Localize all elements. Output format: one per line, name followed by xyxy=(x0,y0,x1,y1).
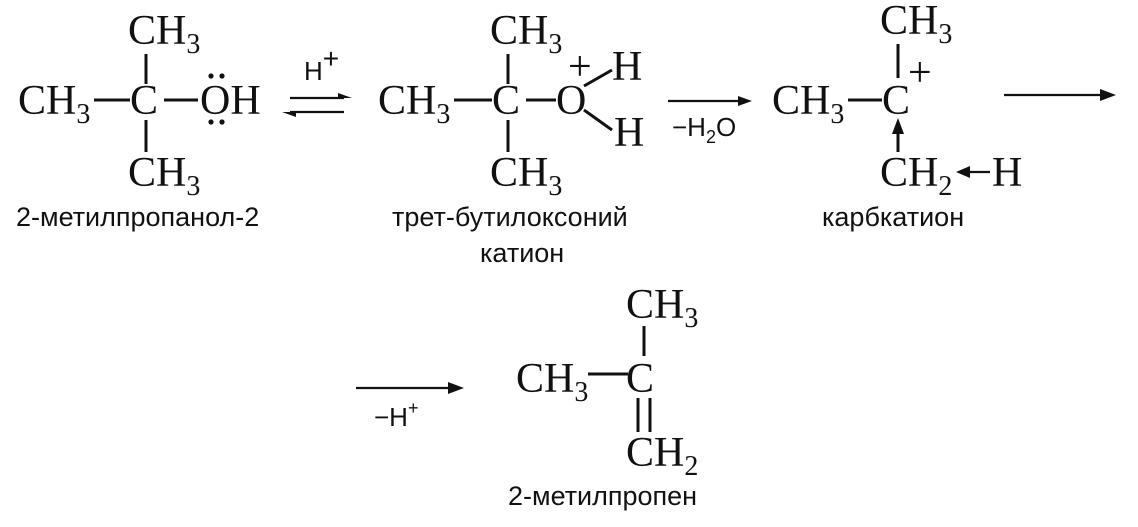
alkene-ch3-left: CH3 xyxy=(516,356,588,408)
protonation-label: H+ xyxy=(304,43,339,86)
oxonium-ch3-left: CH3 xyxy=(378,78,450,130)
continuation-arrow-head xyxy=(1100,89,1116,101)
equilibrium-arrow: H+ xyxy=(282,43,352,117)
carbocation-charge: + xyxy=(908,50,932,96)
alkene-caption: 2-метилпропен xyxy=(508,481,697,511)
lone-pair-dot xyxy=(219,73,225,79)
bond-o-h-lower xyxy=(583,108,613,132)
oxonium-ch3-bottom: CH3 xyxy=(490,150,562,202)
lone-pair-dot xyxy=(208,73,214,79)
electron-shift-arrow-head xyxy=(892,118,904,134)
oxonium-charge: + xyxy=(568,44,592,90)
carbocation-h: H xyxy=(992,150,1022,196)
deprotonation-label: −H+ xyxy=(374,398,418,432)
carbocation-ch3-top: CH3 xyxy=(880,0,952,50)
reverse-arrow-head xyxy=(282,112,296,117)
lone-pair-dot xyxy=(219,119,225,125)
forward-arrow-head xyxy=(338,93,352,98)
lone-pair-dot xyxy=(208,119,214,125)
oxonium-oxygen: O xyxy=(556,78,586,124)
alkene-ch3-top: CH3 xyxy=(626,282,698,334)
alcohol-oh: OH xyxy=(200,78,261,124)
carbocation-ch3-left: CH3 xyxy=(772,78,844,130)
molecule-alcohol: CH3 CH3 C OH CH3 2-метилпропанол-2 xyxy=(16,8,261,232)
alcohol-ch3-top: CH3 xyxy=(128,8,200,60)
alkene-ch2: CH2 xyxy=(626,430,698,482)
continuation-arrow xyxy=(1004,89,1116,101)
alcohol-caption: 2-метилпропанол-2 xyxy=(16,202,259,232)
oxonium-h-upper: H xyxy=(612,44,642,90)
proton-arrow-head xyxy=(956,166,970,178)
molecule-carbocation: CH3 CH3 C + CH2 H карбкатион xyxy=(772,0,1022,232)
carbocation-caption: карбкатион xyxy=(822,202,964,232)
oxonium-ch3-top: CH3 xyxy=(490,8,562,60)
deprotonation-arrow-head xyxy=(448,382,464,394)
deprotonation-arrow: −H+ xyxy=(356,382,464,432)
dehydration-label: −H2O xyxy=(672,112,736,147)
alcohol-ch3-left: CH3 xyxy=(18,78,90,130)
alkene-carbon: C xyxy=(626,356,654,402)
molecule-alkene: CH3 CH3 C CH2 2-метилпропен xyxy=(508,282,698,511)
oxonium-caption-line1: трет-бутилоксоний xyxy=(392,202,628,232)
oxonium-h-lower: H xyxy=(614,110,644,156)
bond-o-h-upper xyxy=(583,68,613,88)
oxonium-caption-line2: катион xyxy=(480,238,564,268)
carbocation-carbon: C xyxy=(882,78,910,124)
oxonium-carbon: C xyxy=(492,78,520,124)
dehydration-arrow: −H2O xyxy=(668,96,752,147)
carbocation-ch2: CH2 xyxy=(880,150,952,202)
molecule-oxonium: CH3 CH3 C O + H H CH3 трет-бутилоксоний … xyxy=(378,8,644,268)
alcohol-ch3-bottom: CH3 xyxy=(128,150,200,202)
alcohol-carbon: C xyxy=(130,78,158,124)
dehydration-arrow-head xyxy=(738,96,752,106)
